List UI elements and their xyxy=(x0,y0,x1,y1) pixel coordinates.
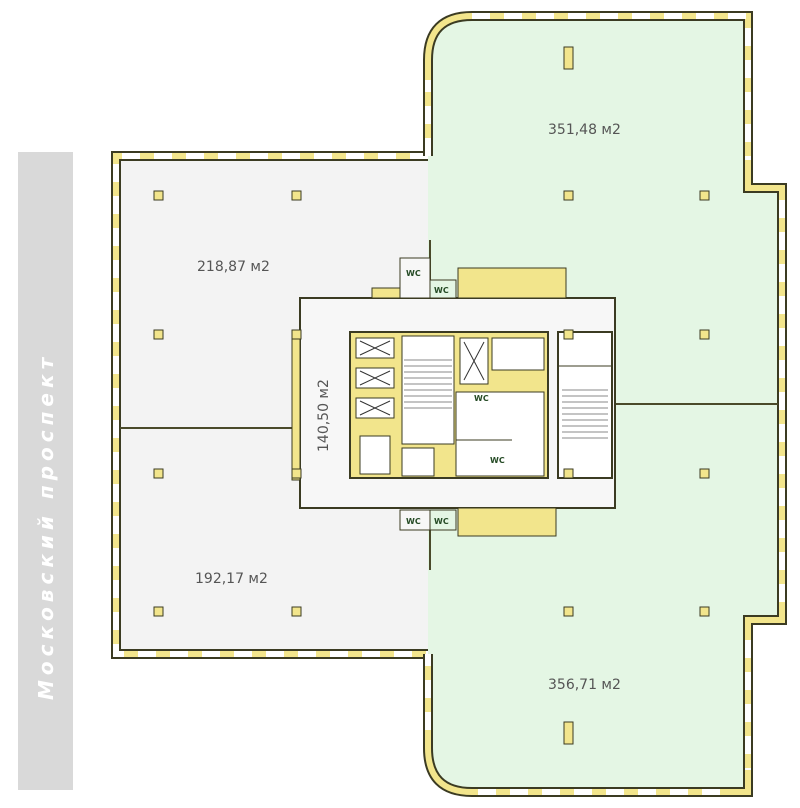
area-label-top-left: 218,87 м2 xyxy=(197,259,270,275)
wc-label: WC xyxy=(474,394,489,403)
column xyxy=(563,190,574,201)
column xyxy=(699,190,710,201)
column xyxy=(153,190,164,201)
column xyxy=(291,329,302,340)
column xyxy=(153,468,164,479)
wc-label: WC xyxy=(434,517,449,526)
area-label-core: 140,50 м2 xyxy=(316,379,332,452)
wc-label: WC xyxy=(490,456,505,465)
column xyxy=(699,329,710,340)
columns xyxy=(153,46,710,745)
column xyxy=(563,46,574,70)
column xyxy=(563,606,574,617)
column xyxy=(153,329,164,340)
area-label-bottom-left: 192,17 м2 xyxy=(195,571,268,587)
column xyxy=(699,468,710,479)
building-core xyxy=(291,257,616,537)
wc-label: WC xyxy=(434,286,449,295)
column xyxy=(153,606,164,617)
column xyxy=(291,468,302,479)
area-label-bottom-right: 356,71 м2 xyxy=(548,677,621,693)
column xyxy=(563,721,574,745)
outer-walls xyxy=(111,11,787,797)
street-label: Московский проспект xyxy=(34,353,58,700)
wc-label: WC xyxy=(406,517,421,526)
street-band xyxy=(18,152,73,790)
wc-label: WC xyxy=(406,269,421,278)
column xyxy=(699,606,710,617)
column xyxy=(291,190,302,201)
column xyxy=(563,329,574,340)
column xyxy=(291,606,302,617)
column xyxy=(563,468,574,479)
area-label-top-right: 351,48 м2 xyxy=(548,122,621,138)
